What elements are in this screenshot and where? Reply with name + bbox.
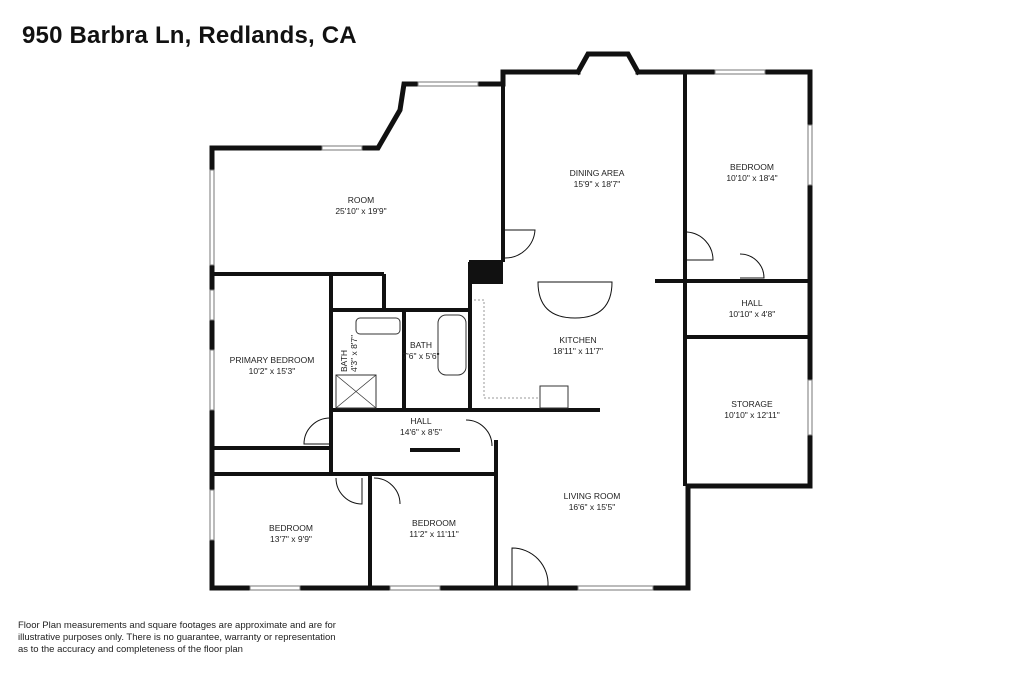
exterior-walls xyxy=(209,51,813,591)
disclaimer-text: Floor Plan measurements and square foota… xyxy=(18,620,336,655)
kitchen-counter xyxy=(474,299,540,399)
stove xyxy=(539,385,569,409)
sink xyxy=(355,317,401,335)
bathtub xyxy=(437,314,467,376)
doors xyxy=(303,229,765,587)
kitchen-island xyxy=(537,281,613,319)
property-address-title: 950 Barbra Ln, Redlands, CA xyxy=(22,22,357,49)
windows xyxy=(209,69,813,591)
interior-walls xyxy=(212,72,810,588)
chimney-block xyxy=(469,260,503,284)
